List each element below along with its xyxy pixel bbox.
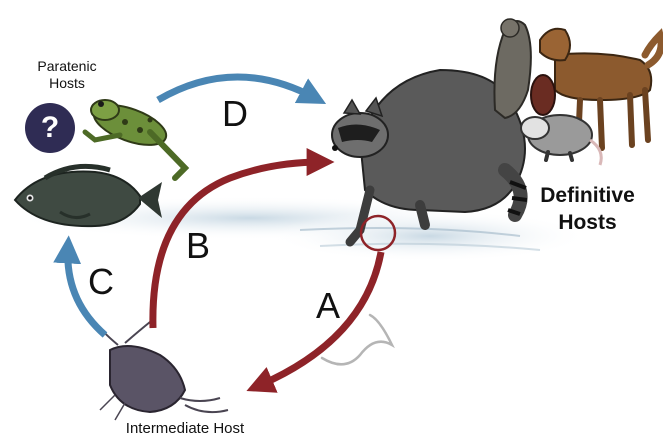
arrow-label-a: A (316, 288, 340, 324)
opossum-illustration (521, 115, 601, 165)
definitive-hosts-label: Definitive Hosts (525, 182, 650, 236)
intermediate-host-label: Intermediate Host (100, 420, 270, 438)
arrow-label-d: D (222, 96, 248, 132)
question-mark-text: ? (25, 110, 75, 146)
small-mammal-illustration (531, 75, 555, 115)
copepod-illustration (92, 318, 228, 420)
arrow-label-c: C (88, 264, 114, 300)
paratenic-hosts-label: Paratenic Hosts (22, 58, 112, 92)
otter-illustration (494, 19, 530, 118)
arrow-label-b: B (186, 228, 210, 264)
